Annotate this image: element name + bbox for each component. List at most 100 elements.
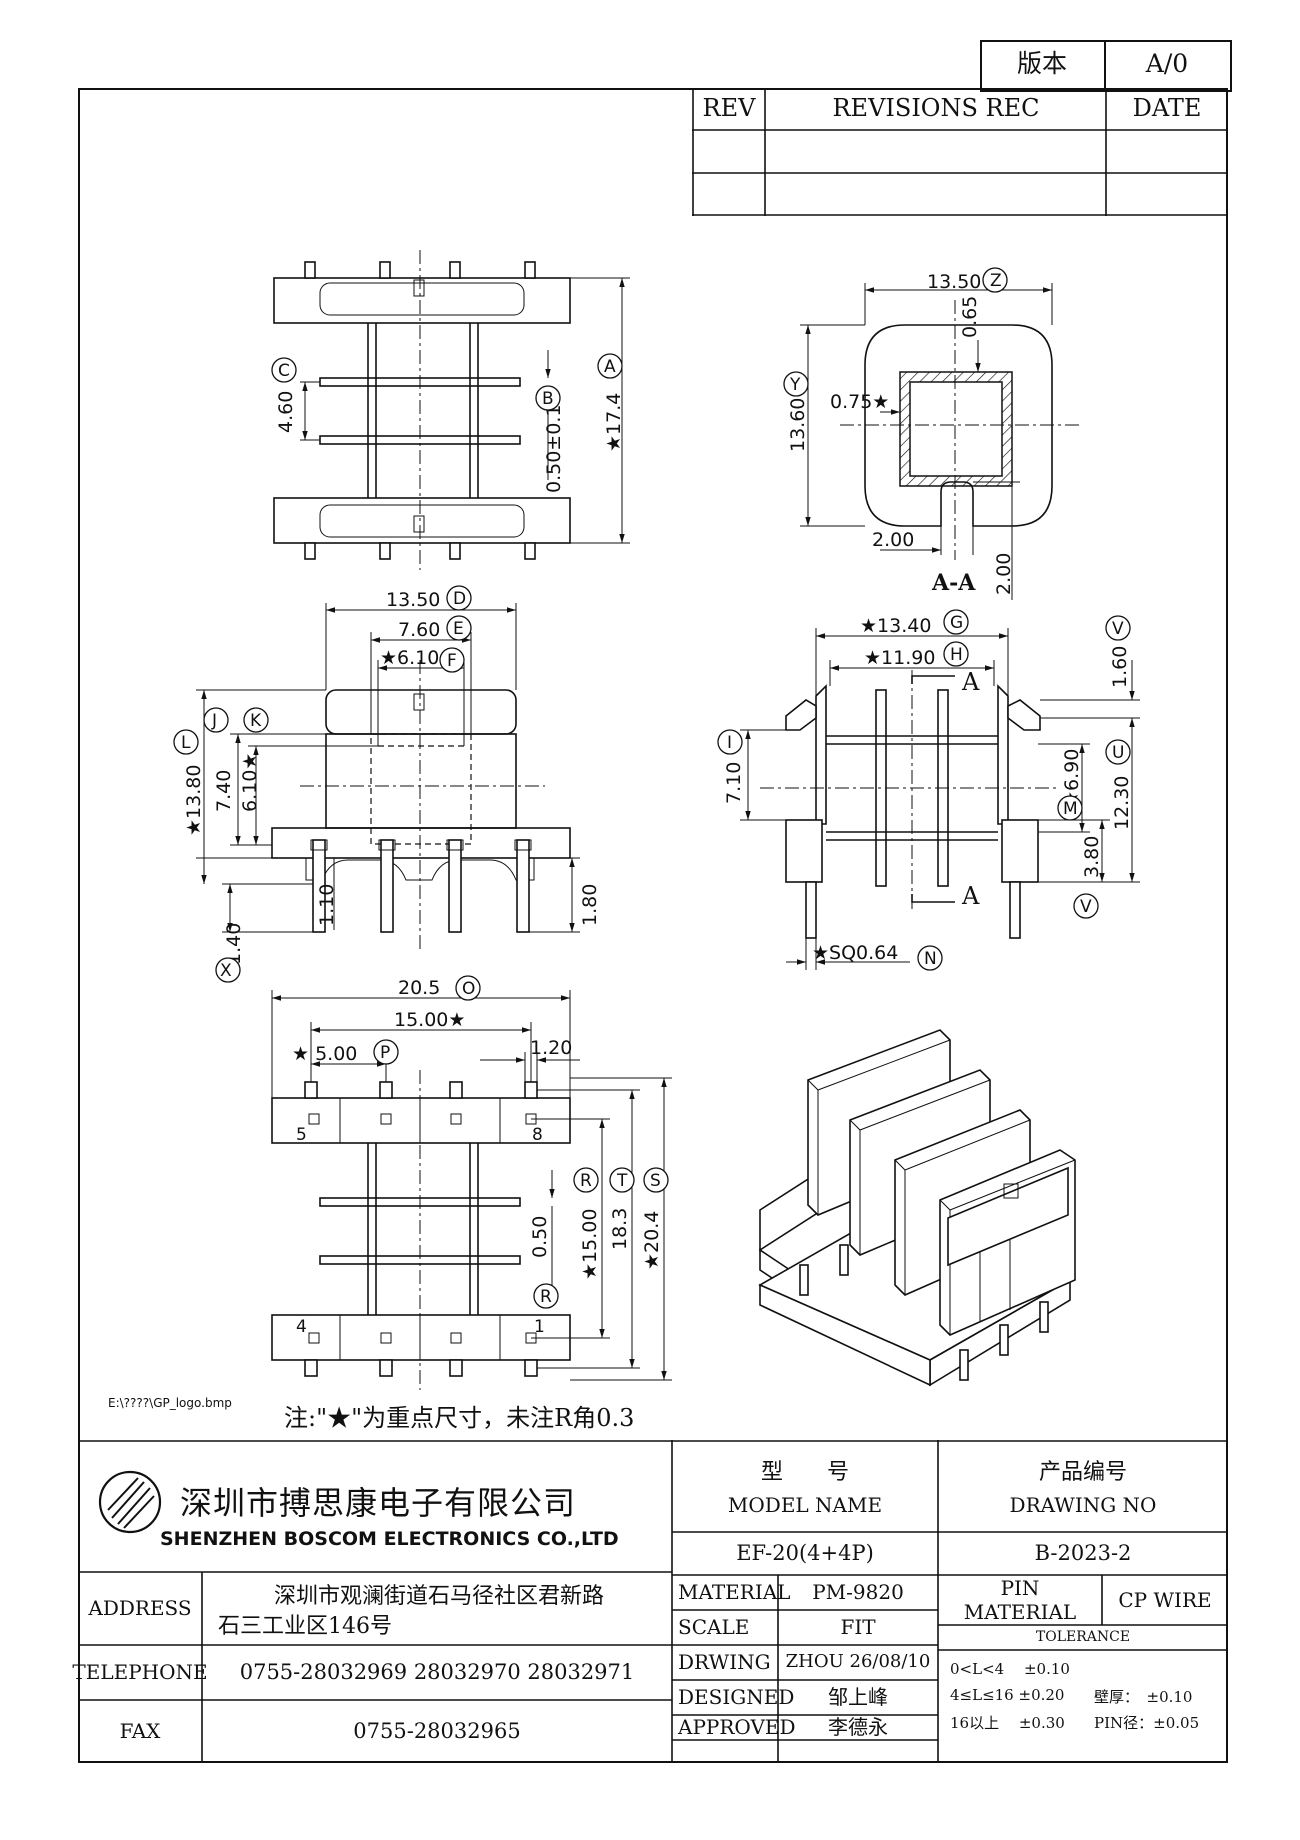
dim-y-value: 13.60: [787, 398, 809, 452]
revisions-rec-header: REVISIONS REC: [832, 94, 1040, 123]
side-view: [740, 628, 1140, 970]
svg-text:S: S: [650, 1171, 661, 1191]
pin-material-label: MATERIAL: [963, 1599, 1077, 1624]
pin-number-5: 5: [296, 1125, 307, 1145]
fax-label: FAX: [119, 1719, 161, 1743]
svg-text:J: J: [211, 711, 217, 731]
address-line-2: 石三工业区146号: [218, 1614, 392, 1639]
dim-s-value: ★20.4: [641, 1211, 663, 1270]
section-marker-top: A: [961, 668, 980, 696]
svg-text:A: A: [604, 357, 616, 377]
top-view: [273, 250, 630, 570]
dim-p-value: ★ 5.00: [292, 1043, 357, 1065]
circle-o: O: [455, 975, 481, 1001]
revisions-table: [692, 88, 1228, 216]
section-title: A-A: [931, 570, 976, 596]
svg-text:F: F: [447, 651, 457, 671]
circle-h: H: [943, 641, 969, 667]
dim-mid-value: 15.00★: [394, 1009, 465, 1031]
scale-label: SCALE: [678, 1615, 750, 1639]
bottom-view: [271, 990, 672, 1390]
svg-text:X: X: [220, 961, 232, 981]
fax-value: 0755-28032965: [353, 1719, 521, 1744]
dim-small-value: 1.20: [530, 1037, 572, 1059]
circle-t: T: [609, 1167, 635, 1193]
circle-a: A: [597, 353, 623, 379]
dim-g-value: ★13.40: [860, 615, 931, 637]
dim-top-wall: 0.65: [959, 296, 981, 338]
circle-u: U: [1105, 739, 1131, 765]
svg-text:K: K: [250, 711, 262, 731]
dim-j-value: 7.40: [213, 770, 235, 812]
circle-rj: R: [533, 1283, 559, 1309]
svg-text:R: R: [540, 1287, 552, 1307]
svg-text:E: E: [453, 619, 464, 639]
tolerance-row-1: 0<L<4 ±0.10: [950, 1660, 1070, 1678]
circle-n: N: [917, 945, 943, 971]
svg-text:T: T: [616, 1171, 628, 1191]
approved-label: APPROVED: [678, 1715, 796, 1739]
svg-text:H: H: [950, 645, 963, 665]
dim-f-value: ★6.10: [380, 647, 439, 669]
dim-pin-right: 1.80: [579, 884, 601, 926]
circle-r: R: [573, 1167, 599, 1193]
dim-pin-left: 1.10: [316, 884, 338, 926]
dim-slot-height: 2.00: [993, 553, 1015, 595]
designed-label: DESIGNED: [678, 1685, 795, 1709]
pin-number-4: 4: [296, 1317, 307, 1337]
pin-label: PIN: [1000, 1575, 1040, 1600]
circle-y: Y: [783, 371, 809, 397]
svg-text:N: N: [924, 949, 937, 969]
drawing-no-label-cn: 产品编号: [1038, 1460, 1127, 1486]
drawing-note: 注:"★"为重点尺寸，未注R角0.3: [284, 1404, 635, 1432]
section-aa-view: [800, 283, 1080, 600]
date-header: DATE: [1132, 94, 1202, 123]
circle-letters: C B A Z Y D E F L J K X G H V I M U V N …: [173, 267, 1131, 1309]
circle-s: S: [643, 1167, 669, 1193]
section-marker-bottom: A: [961, 882, 980, 910]
dim-side-wall: 0.75★: [830, 391, 889, 413]
dim-i-value: 7.10: [723, 762, 745, 804]
approved-value: 李德永: [828, 1715, 888, 1739]
dim-w-value: 1.40: [223, 923, 245, 965]
logo-file-path: E:\????\GP_logo.bmp: [108, 1396, 232, 1410]
isometric-view: [758, 1029, 1076, 1387]
circle-i: I: [717, 729, 743, 755]
dim-h-value: ★11.90: [864, 647, 935, 669]
dim-o-value: 20.5: [398, 977, 440, 999]
address-label: ADDRESS: [88, 1596, 192, 1620]
svg-text:Z: Z: [990, 271, 1002, 291]
dim-z-value: 13.50: [927, 271, 981, 293]
front-view: [196, 603, 580, 950]
dim-x-value: 1.60: [1109, 646, 1131, 688]
tolerance-wall: 壁厚： ±0.10: [1094, 1688, 1193, 1706]
material-value: PM-9820: [812, 1580, 904, 1604]
drawing-label: DRWING: [678, 1650, 771, 1674]
dim-c-value: 4.60: [275, 391, 297, 433]
drawing-value: ZHOU 26/08/10: [785, 1651, 931, 1673]
svg-text:R: R: [580, 1171, 592, 1191]
circle-p: P: [373, 1039, 399, 1065]
drawing-no-label-en: DRAWING NO: [1009, 1492, 1157, 1517]
pin-number-1: 1: [534, 1317, 545, 1337]
designed-value: 邹上峰: [828, 1685, 888, 1709]
svg-text:Y: Y: [789, 375, 801, 395]
dim-e-value: 7.60: [398, 619, 440, 641]
svg-text:M: M: [1063, 799, 1078, 819]
address-line-1: 深圳市观澜街道石马径社区君新路: [273, 1584, 604, 1609]
model-label-cn: 型 号: [760, 1460, 849, 1486]
dim-n-value: ★SQ0.64: [812, 942, 898, 964]
svg-text:D: D: [453, 589, 466, 609]
telephone-value: 0755-28032969 28032970 28032971: [239, 1660, 635, 1685]
circle-b: B: [535, 385, 561, 411]
dim-k-value: 6.10★: [239, 753, 261, 812]
title-block: [78, 1440, 1228, 1763]
circle-m: M: [1057, 795, 1083, 821]
model-value: EF-20(4+4P): [736, 1541, 874, 1566]
svg-text:C: C: [278, 361, 290, 381]
circle-v: V: [1073, 893, 1099, 919]
svg-text:P: P: [380, 1043, 390, 1063]
telephone-label: TELEPHONE: [72, 1660, 208, 1684]
svg-text:B: B: [542, 389, 554, 409]
dim-m-value: ★6.90: [1061, 749, 1083, 808]
